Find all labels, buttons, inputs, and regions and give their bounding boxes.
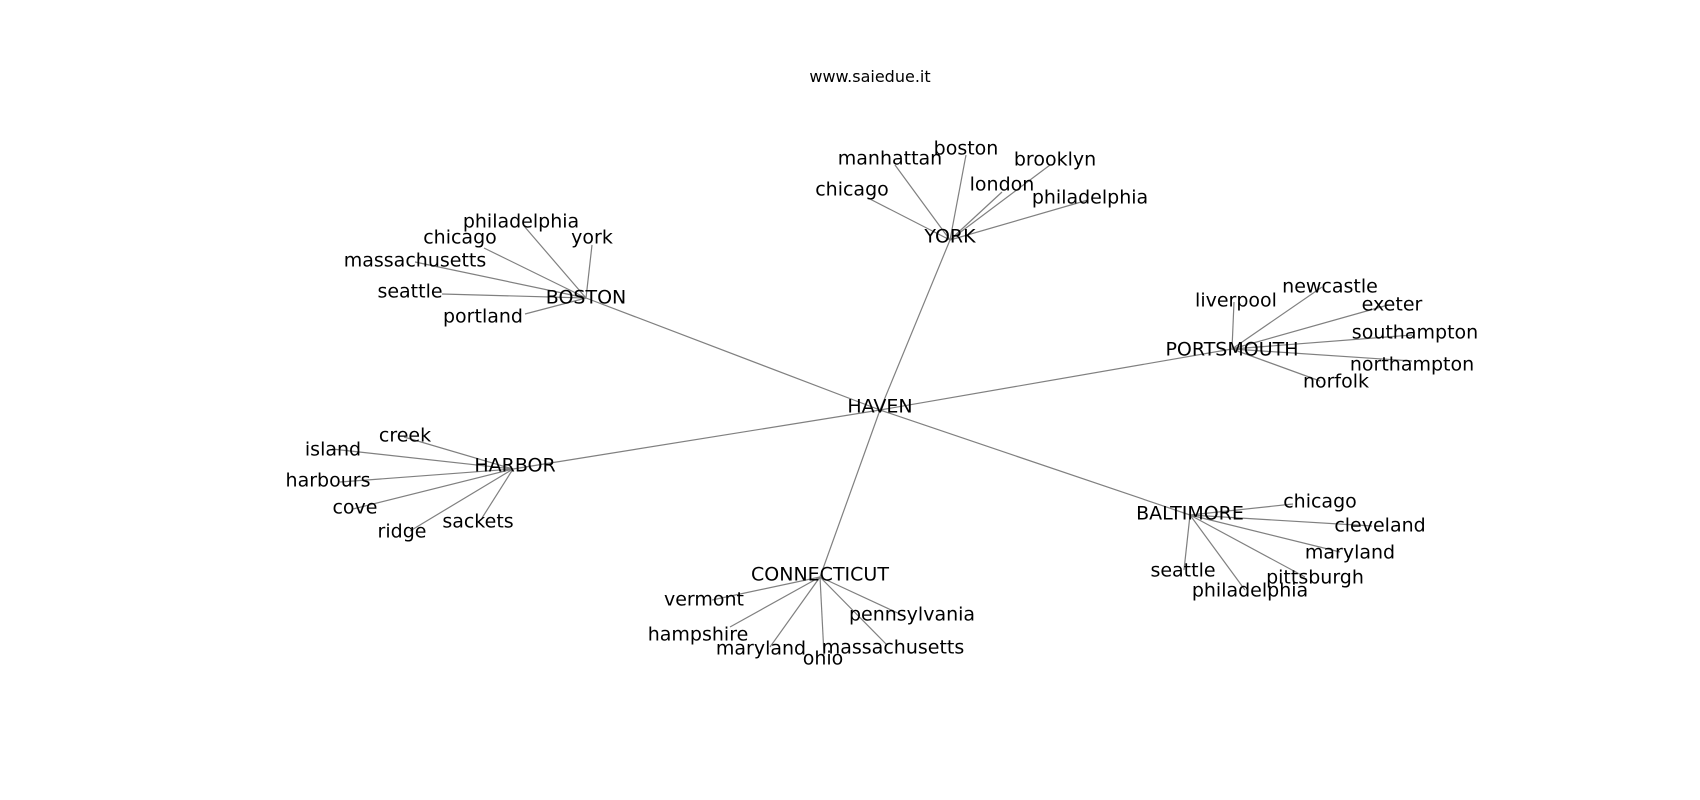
leaf-node-label: cove bbox=[332, 497, 377, 519]
edge-hub-to-leaf bbox=[414, 261, 587, 299]
leaf-node-label: pennsylvania bbox=[849, 604, 975, 626]
leaf-node-label: cleveland bbox=[1334, 515, 1425, 537]
edge-hub-to-leaf bbox=[1231, 304, 1389, 350]
leaf-node-label: pittsburgh bbox=[1266, 567, 1364, 589]
hub-node-label: YORK bbox=[923, 226, 976, 248]
edge-hub-to-leaf bbox=[729, 576, 821, 628]
edge-hub-to-leaf bbox=[481, 468, 514, 519]
leaf-node-label: ohio bbox=[803, 648, 844, 670]
edge-hub-to-leaf bbox=[523, 225, 587, 299]
edge-hub-to-leaf bbox=[339, 468, 514, 483]
leaf-node-label: harbours bbox=[286, 470, 371, 492]
edge-hub-to-leaf bbox=[1231, 334, 1413, 350]
edge-hub-to-leaf bbox=[409, 468, 514, 532]
center-node-label: HAVEN bbox=[847, 396, 912, 418]
leaf-node-label: brooklyn bbox=[1014, 149, 1096, 171]
leaf-node-label: norfolk bbox=[1303, 371, 1369, 393]
edge-hub-to-leaf bbox=[894, 164, 951, 241]
edge-layer bbox=[331, 154, 1413, 656]
leaf-node-label: vermont bbox=[664, 589, 744, 611]
leaf-node-label: sackets bbox=[442, 511, 513, 533]
edge-hub-to-leaf bbox=[441, 293, 587, 299]
leaf-node-label: southampton bbox=[1352, 322, 1478, 344]
edge-hub-to-leaf bbox=[949, 191, 1003, 241]
leaf-node-label: philadelphia bbox=[1192, 580, 1308, 602]
edge-hub-to-leaf bbox=[769, 576, 821, 648]
edge-hub-to-leaf bbox=[819, 576, 825, 656]
leaf-node-label: massachusetts bbox=[344, 250, 487, 272]
edge-hub-to-leaf bbox=[1231, 348, 1321, 382]
leaf-node-label: northampton bbox=[1350, 354, 1474, 376]
hub-node-label: PORTSMOUTH bbox=[1165, 339, 1298, 361]
edge-hub-to-leaf bbox=[1231, 301, 1235, 350]
edge-center-to-hub bbox=[879, 409, 1191, 516]
edge-hub-to-leaf bbox=[1231, 286, 1323, 350]
leaf-node-label: hampshire bbox=[648, 624, 749, 646]
edge-hub-to-leaf bbox=[352, 468, 514, 510]
edge-center-to-hub bbox=[512, 409, 881, 470]
edge-hub-to-leaf bbox=[331, 448, 514, 470]
edge-hub-to-leaf bbox=[867, 197, 951, 241]
leaf-node-label: chicago bbox=[423, 227, 497, 249]
edge-center-to-hub bbox=[879, 239, 951, 411]
leaf-node-label: chicago bbox=[1283, 491, 1357, 513]
leaf-node-label: liverpool bbox=[1195, 290, 1277, 312]
edge-center-to-hub bbox=[585, 297, 881, 411]
leaf-node-label: maryland bbox=[1305, 542, 1395, 564]
edge-hub-to-leaf bbox=[483, 247, 587, 299]
hub-node-label: BOSTON bbox=[546, 287, 627, 309]
leaf-node-label: chicago bbox=[815, 179, 889, 201]
edge-hub-to-leaf bbox=[1189, 514, 1373, 527]
leaf-node-label: exeter bbox=[1362, 294, 1423, 316]
leaf-node-label: philadelphia bbox=[463, 211, 579, 233]
leaf-node-label: creek bbox=[379, 425, 431, 447]
leaf-node-label: maryland bbox=[716, 638, 806, 660]
leaf-node-label: manhattan bbox=[838, 148, 942, 170]
edge-hub-to-leaf bbox=[1189, 503, 1294, 516]
leaf-node-label: island bbox=[305, 439, 361, 461]
leaf-node-label: newcastle bbox=[1282, 276, 1378, 298]
edge-hub-to-leaf bbox=[585, 244, 593, 299]
leaf-node-label: london bbox=[970, 174, 1035, 196]
leaf-node-label: massachusetts bbox=[822, 637, 965, 659]
edge-hub-to-leaf bbox=[1189, 514, 1246, 591]
edge-hub-to-leaf bbox=[949, 154, 967, 241]
edge-hub-to-leaf bbox=[711, 576, 821, 601]
hub-node-label: BALTIMORE bbox=[1136, 503, 1244, 525]
edge-hub-to-leaf bbox=[1231, 348, 1413, 362]
leaf-node-label: boston bbox=[934, 138, 999, 160]
leaf-node-label: philadelphia bbox=[1032, 187, 1148, 209]
edge-hub-to-leaf bbox=[524, 297, 587, 315]
edge-hub-to-leaf bbox=[819, 576, 903, 616]
edge-hub-to-leaf bbox=[403, 436, 514, 470]
leaf-node-label: seattle bbox=[377, 281, 442, 303]
edge-hub-to-leaf bbox=[1189, 514, 1341, 553]
edge-hub-to-leaf bbox=[1183, 514, 1191, 571]
edge-hub-to-leaf bbox=[949, 199, 1089, 241]
hub-node-label: HARBOR bbox=[474, 455, 555, 477]
edge-center-to-hub bbox=[879, 348, 1233, 411]
leaf-node-label: portland bbox=[443, 306, 523, 328]
watermark-text: www.saiedue.it bbox=[809, 67, 930, 86]
hub-node-label: CONNECTICUT bbox=[751, 564, 889, 586]
leaf-node-label: seattle bbox=[1150, 560, 1215, 582]
edge-hub-to-leaf bbox=[819, 576, 888, 646]
edge-hub-to-leaf bbox=[949, 164, 1051, 241]
edge-hub-to-leaf bbox=[1189, 514, 1306, 578]
leaf-node-label: york bbox=[571, 227, 613, 249]
leaf-node-label: ridge bbox=[378, 521, 427, 543]
edge-center-to-hub bbox=[819, 409, 881, 578]
